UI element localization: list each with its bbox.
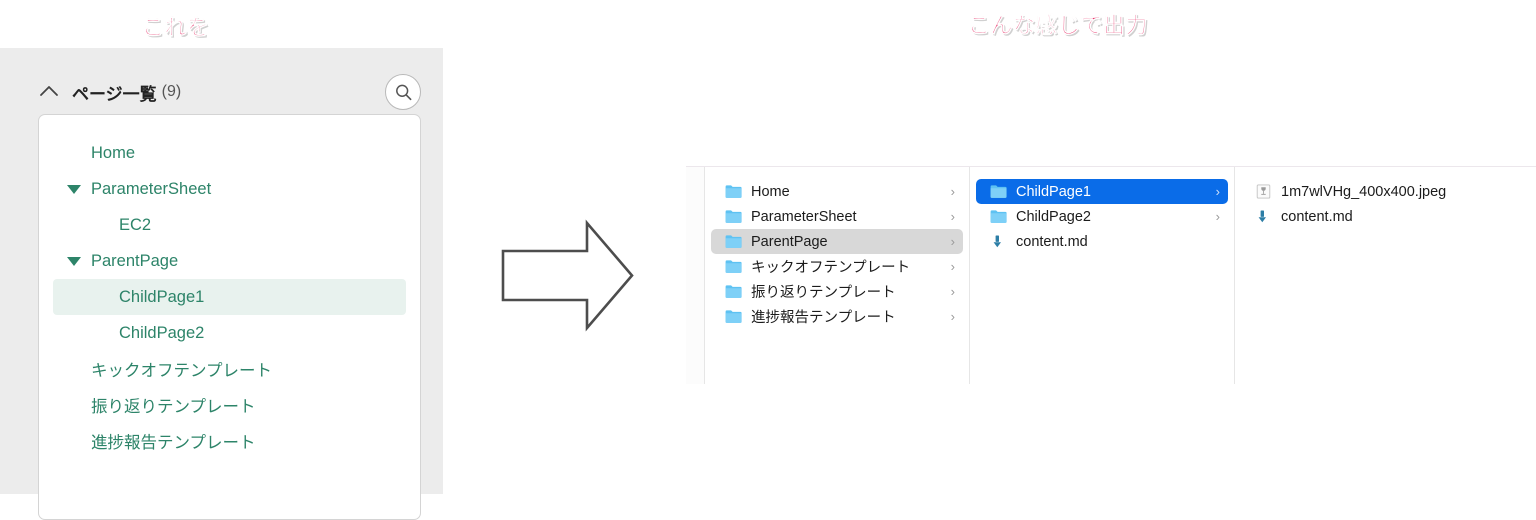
chevron-right-icon[interactable]: › [950, 184, 955, 199]
tree-item-キックオフテンプレート[interactable]: キックオフテンプレート [53, 351, 406, 387]
finder-row-label: 進捗報告テンプレート [751, 310, 896, 326]
caret-down-icon[interactable] [67, 184, 81, 194]
finder-row-label: ParameterSheet [751, 208, 857, 225]
search-button[interactable] [385, 74, 421, 110]
tree-item-ParentPage[interactable]: ParentPage [53, 243, 406, 279]
folder-icon [990, 210, 1007, 223]
tree-item-進捗報告テンプレート[interactable]: 進捗報告テンプレート [53, 423, 406, 459]
finder-row-label: content.md [1016, 233, 1088, 250]
folder-icon [725, 310, 742, 323]
chevron-right-icon[interactable]: › [950, 259, 955, 274]
finder-row[interactable]: ChildPage1 › [976, 179, 1228, 204]
page-title: ページ一覧 [72, 84, 157, 104]
tree-item-ParameterSheet[interactable]: ParameterSheet [53, 171, 406, 207]
finder-row-label: 1m7wlVHg_400x400.jpeg [1281, 183, 1447, 200]
folder-icon [725, 210, 742, 223]
image-file-icon [1256, 184, 1271, 199]
finder-row-label: ParentPage [751, 233, 828, 250]
page-count: (9) [161, 83, 182, 100]
folder-icon [725, 185, 742, 198]
caret-down-icon[interactable] [67, 256, 81, 266]
chevron-right-icon[interactable]: › [1215, 184, 1220, 199]
chevron-up-icon[interactable] [38, 81, 60, 103]
finder-column-3[interactable]: 1m7wlVHg_400x400.jpeg content.md [1235, 167, 1518, 384]
finder-row-label: content.md [1281, 208, 1353, 225]
finder-row[interactable]: 進捗報告テンプレート › [711, 304, 963, 329]
tree-item-振り返りテンプレート[interactable]: 振り返りテンプレート [53, 387, 406, 423]
chevron-right-icon[interactable]: › [950, 234, 955, 249]
finder-row[interactable]: 1m7wlVHg_400x400.jpeg [1241, 179, 1512, 204]
tree-item-label: ChildPage2 [119, 323, 205, 342]
panel-header: ページ一覧 (9) [0, 66, 443, 118]
folder-icon [725, 285, 742, 298]
tree-item-label: ChildPage1 [119, 287, 205, 306]
finder-column-1[interactable]: Home › ParameterSheet › ParentPage › キックオフテ… [705, 167, 970, 384]
tree-item-label: ParentPage [91, 251, 179, 270]
finder-row-label: 振り返りテンプレート [751, 285, 896, 301]
tree-item-ChildPage2[interactable]: ChildPage2 [53, 315, 406, 351]
folder-icon [725, 235, 742, 248]
finder-row-label: ChildPage1 [1016, 183, 1091, 200]
finder-row[interactable]: 振り返りテンプレート › [711, 279, 963, 304]
finder-row[interactable]: Home › [711, 179, 963, 204]
finder-row[interactable]: キックオフテンプレート › [711, 254, 963, 279]
annotation-caption-left: これを [142, 15, 210, 41]
chevron-right-icon[interactable]: › [1215, 209, 1220, 224]
chevron-right-icon[interactable]: › [950, 309, 955, 324]
finder-row[interactable]: ParentPage › [711, 229, 963, 254]
chevron-right-icon[interactable]: › [950, 209, 955, 224]
finder-row[interactable]: content.md [1241, 204, 1512, 229]
tree-item-label: EC2 [119, 215, 152, 234]
folder-icon [725, 260, 742, 273]
finder-row-label: キックオフテンプレート [751, 260, 911, 276]
tree-item-ChildPage1[interactable]: ChildPage1 [53, 279, 406, 315]
right-arrow-icon [501, 219, 634, 332]
finder-column-2[interactable]: ChildPage1 › ChildPage2 › content.md [970, 167, 1235, 384]
folder-icon [990, 185, 1007, 198]
finder-row[interactable]: content.md [976, 229, 1228, 254]
finder-row[interactable]: ChildPage2 › [976, 204, 1228, 229]
markdown-file-icon [1258, 210, 1266, 223]
tree-item-EC2[interactable]: EC2 [53, 207, 406, 243]
finder-column-stub [686, 167, 705, 384]
finder-row-label: ChildPage2 [1016, 208, 1091, 225]
chevron-right-icon[interactable]: › [950, 284, 955, 299]
markdown-file-icon [993, 235, 1001, 248]
tree-item-label: キックオフテンプレート [91, 362, 273, 380]
tree-item-label: ParameterSheet [91, 179, 212, 198]
tree-item-label: 進捗報告テンプレート [91, 434, 256, 452]
tree-item-label: Home [91, 143, 136, 162]
search-icon [395, 84, 411, 100]
finder-column-view: Home › ParameterSheet › ParentPage › キックオフテ… [686, 166, 1536, 384]
tree-item-label: 振り返りテンプレート [91, 398, 256, 416]
finder-row-label: Home [751, 183, 790, 200]
annotation-caption-right: こんな感じで出力 [968, 13, 1149, 39]
finder-row[interactable]: ParameterSheet › [711, 204, 963, 229]
tree-item-Home[interactable]: Home [53, 135, 406, 171]
